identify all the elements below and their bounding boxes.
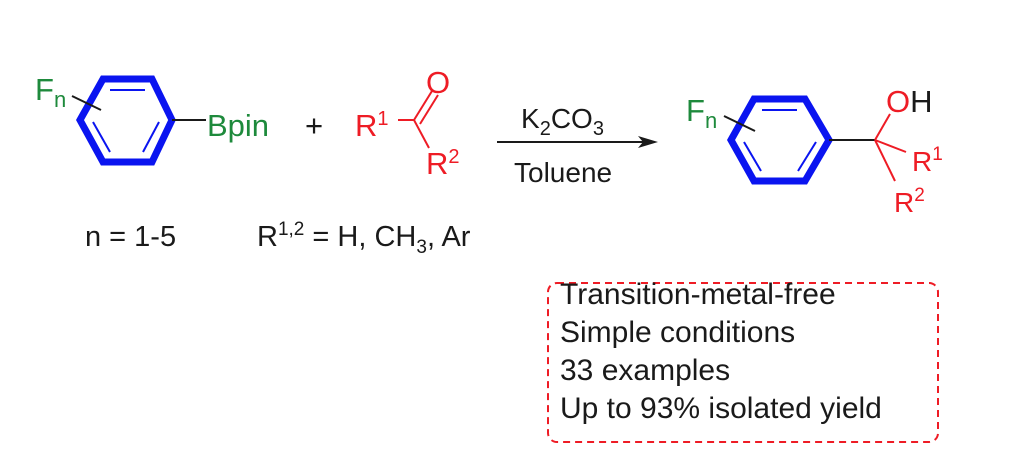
fluorine-label: Fn bbox=[686, 93, 717, 133]
reactant-carbonyl: R1 O R2 bbox=[355, 65, 460, 181]
substituent-bond bbox=[71, 95, 102, 111]
hydroxyl-label: OH bbox=[886, 84, 933, 119]
arrowhead-icon bbox=[638, 136, 658, 148]
plus-sign: + bbox=[305, 108, 323, 143]
r1-label: R1 bbox=[355, 108, 389, 143]
co-double-bond-a bbox=[413, 90, 433, 121]
co-double-bond-b bbox=[419, 94, 439, 125]
r-definition-note: R1,2 = H, CH3, Ar bbox=[257, 219, 471, 258]
solvent-label: Toluene bbox=[514, 157, 612, 188]
r2-label: R2 bbox=[894, 185, 925, 218]
feature-item: 33 examples bbox=[560, 354, 730, 387]
benzene-ring bbox=[75, 75, 176, 166]
ring-inner-double-bonds bbox=[92, 89, 160, 153]
fluorine-label: Fn bbox=[35, 72, 66, 112]
feature-item: Transition-metal-free bbox=[560, 278, 836, 311]
reaction-arrow: K2CO3 Toluene bbox=[497, 103, 658, 188]
oxygen-label: O bbox=[426, 65, 450, 100]
reagent-label: K2CO3 bbox=[521, 103, 604, 140]
reactant-arylboronate: Fn Bpin bbox=[35, 72, 269, 166]
ring-inner-double-bonds bbox=[743, 109, 817, 172]
product-alcohol: Fn OH R1 R2 bbox=[686, 84, 943, 218]
r1-label: R1 bbox=[912, 144, 943, 177]
feature-item: Up to 93% isolated yield bbox=[560, 392, 882, 425]
r2-bond bbox=[874, 139, 896, 182]
substituent-bond bbox=[723, 115, 756, 132]
n-range-note: n = 1-5 bbox=[85, 221, 176, 253]
bpin-label: Bpin bbox=[207, 108, 269, 143]
r1-bond bbox=[874, 139, 907, 153]
r2-label: R2 bbox=[426, 146, 460, 181]
benzene-ring bbox=[726, 95, 834, 185]
feature-item: Simple conditions bbox=[560, 316, 795, 349]
features-box: Transition-metal-free Simple conditions … bbox=[547, 278, 939, 443]
r2-bond bbox=[413, 119, 430, 149]
c-o-bond bbox=[874, 113, 891, 141]
